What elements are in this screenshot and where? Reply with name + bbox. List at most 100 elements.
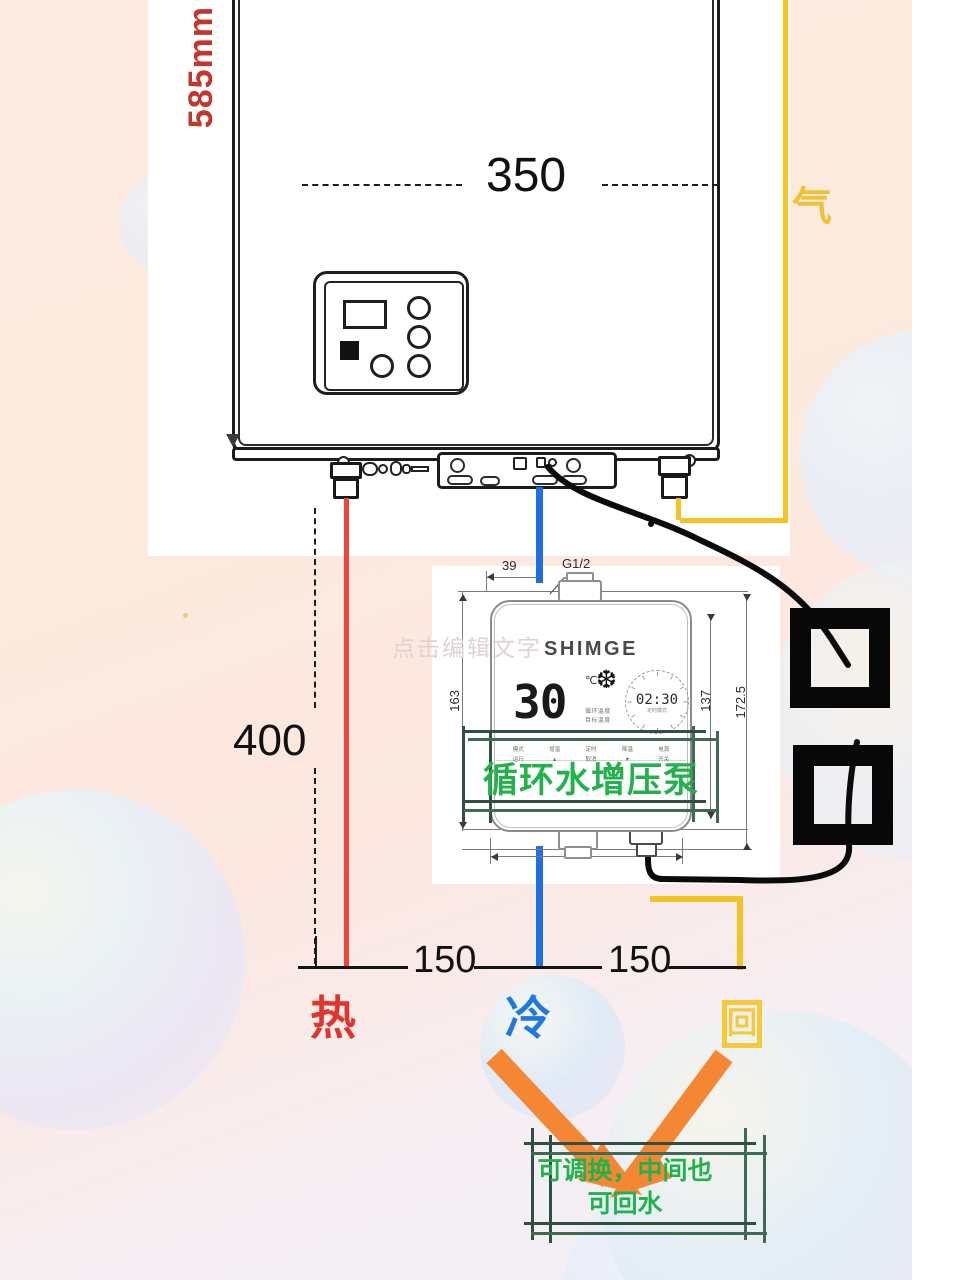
pump-dim-1725-arrow-bottom [743,843,751,850]
note-bracket-h [531,1152,767,1155]
note-bracket-v [744,1128,747,1240]
pump-button[interactable]: 模式运行 [512,747,524,764]
pipe-gas-vertical [783,0,788,522]
dimension-400-upper [314,508,316,708]
pump-annotation-bracket-v [462,726,465,822]
label-return-box [722,1000,762,1048]
fitting-valve [402,464,411,474]
pump-brand-logo: SHIMGE [544,638,638,660]
bottom-note-line1: 可调换，中间也 [537,1157,713,1185]
control-panel-knob [370,354,394,378]
dimension-585-extension [233,0,234,452]
note-bracket-h [531,1232,767,1235]
pump-button[interactable]: 定时取消 [585,747,597,764]
decor-dot [183,613,188,618]
fitting-hot-outlet [330,462,362,479]
pump-dim-39-arrow [487,573,494,581]
floor-line-left [298,966,408,969]
pump-timer-dial: 02:30 定时模式 [625,670,689,734]
note-bracket-v [763,1135,766,1243]
dimension-150-label-b: 150 [608,939,672,981]
fitting-pipe-stub [411,466,429,472]
pump-dim-137-arrow-top [707,614,715,621]
dimension-150-line-a [474,966,602,969]
pump-annotation-bracket-v [489,731,492,823]
bottom-note-line2: 可回水 [587,1189,663,1218]
pump-dim-39-label: 39 [502,558,517,573]
dimension-150-line-b [668,966,746,969]
pipe-gas-stub [676,498,681,520]
note-bracket-h [524,1222,756,1225]
pump-dim-163-arrow-bottom [459,822,467,829]
water-heater-control-panel [313,271,469,395]
label-return: 回 [727,1007,757,1040]
pump-annotation-bracket-h [464,809,716,812]
pump-temp-sublabel: 循环温度目标温度 [585,709,611,724]
pump-dim-142-arrow-right [676,853,683,861]
pump-dim-g12-label: G1/2 [562,556,591,571]
pump-dim-142-arrow-left [491,853,498,861]
dimension-350-left-line [302,184,462,186]
pump-outlet-collar [564,846,592,859]
pump-cable-gland-tip [636,843,657,857]
watermark-text: 点击编辑文字 [392,635,542,661]
power-socket-lower[interactable] [793,745,893,845]
pump-dim-right-ext-1725 [746,594,747,850]
pump-dim-bottom-line2 [462,849,752,850]
control-panel-knob [407,296,431,320]
water-heater-body [232,0,720,452]
pipe-gas-horizontal [680,518,788,523]
pump-dim-width-right-ext [682,838,683,864]
pump-dim-137-arrow-bottom [707,812,715,819]
pipe-hot-water [344,498,349,968]
pump-dim-width-left-ext [490,838,491,864]
pump-temperature-unit: ℃ [585,675,598,687]
background-right-strip [912,0,960,1280]
pump-inlet-flange [558,580,602,602]
control-panel-indicator [340,341,359,360]
pump-annotation-bracket-v [716,731,719,823]
note-bracket-v [531,1128,534,1240]
fitting-hot-outlet-nut [333,478,359,499]
pump-annotation-bracket-h [464,730,706,733]
pump-annotation-bracket-h [462,800,706,803]
pump-button-row: 模式运行 增温▲ 定时取消 降温▼ 电源开关 [500,745,682,766]
pump-temperature-display: 30 [513,675,567,729]
control-panel-knob [407,325,431,349]
dimension-585-label: 585mm [182,6,220,129]
dimension-585-arrow [226,434,240,447]
pipe-return-horizontal [650,896,743,902]
fitting-valve [362,462,378,476]
bottom-note: 可调换，中间也 可回水 [525,1155,725,1220]
pump-annotation-label: 循环水增压泵 [483,761,700,800]
pump-button[interactable]: 降温▼ [621,747,633,764]
pump-button[interactable]: 电源开关 [658,747,670,764]
pump-dim-137-label: 137 [698,690,713,712]
pump-dim-163-arrow-top [459,594,467,601]
pump-button[interactable]: 增温▲ [549,747,561,764]
fitting-gas-inlet-nut [661,475,688,499]
label-hot-water: 热 [310,992,356,1044]
pipe-cold-water-upper [536,487,543,583]
note-bracket-h [524,1142,756,1145]
dimension-350-label: 350 [486,149,567,202]
pump-dim-right-ext-137 [710,614,711,819]
pump-dim-163-label: 163 [447,690,462,712]
pump-dim-1725-arrow-top [743,594,751,601]
pump-dim-top-line [458,591,748,592]
pump-timer-value: 02:30 [635,692,679,708]
note-bracket-v [549,1135,552,1243]
pump-dim-39-ext [486,571,487,591]
dimension-350-right-line [602,184,718,186]
pump-timer-sublabel: 定时模式 [646,708,667,714]
label-cold-water: 冷 [505,992,551,1044]
dimension-150-label-a: 150 [413,939,477,981]
power-socket-upper[interactable] [790,608,890,708]
pump-dim-1725-label: 172.5 [733,686,748,719]
label-gas: 气 [786,185,830,225]
fitting-gas-inlet [658,456,691,476]
snowflake-icon: ❆ [596,666,617,694]
fitting-valve [378,464,388,474]
control-panel-display [343,300,387,329]
